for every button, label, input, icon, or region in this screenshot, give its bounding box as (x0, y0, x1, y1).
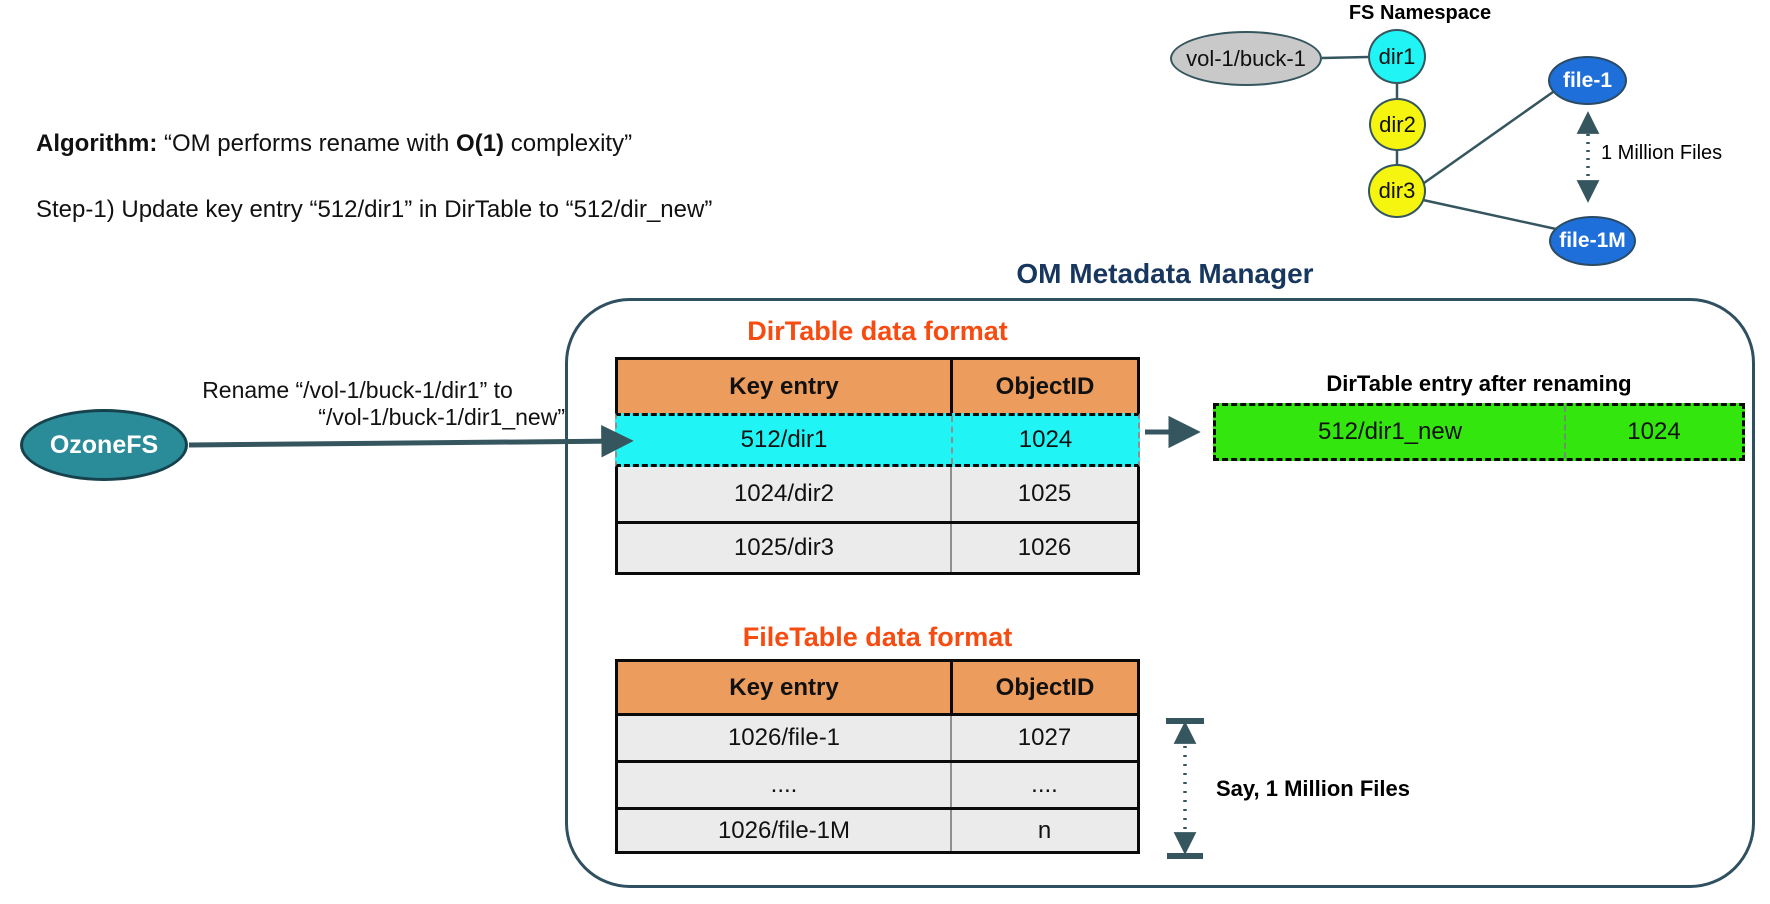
om-container (565, 298, 1755, 888)
fs-namespace-title: FS Namespace (1348, 2, 1492, 24)
node-bucket: vol-1/buck-1 (1170, 31, 1322, 86)
ozonefs-label: OzoneFS (49, 430, 159, 459)
step1-line: Step-1) Update key entry “512/dir1” in D… (36, 196, 713, 223)
algorithm-quote-pre: “OM performs rename with (157, 130, 457, 157)
node-dir1: dir1 (1368, 29, 1426, 84)
node-file1m: file-1M (1549, 216, 1636, 266)
say-million-label: Say, 1 Million Files (1216, 776, 1410, 801)
dirtable-col-key: Key entry (729, 372, 839, 400)
node-dir3-label: dir3 (1378, 178, 1416, 203)
edge-dir3-file1 (1423, 90, 1554, 185)
filetable-cell-id: n (950, 810, 1137, 851)
rename-request-line1: Rename “/vol-1/buck-1/dir1” to (202, 377, 513, 403)
filetable-cell-key: 1026/file-1 (727, 724, 841, 751)
algorithm-line: Algorithm: “OM performs rename with O(1)… (36, 130, 632, 158)
million-files-label: 1 Million Files (1601, 142, 1723, 164)
dirtable: Key entry ObjectID 512/dir1 1024 1024/di… (615, 357, 1140, 575)
dirtable-cell-key: 1025/dir3 (733, 534, 835, 561)
filetable: Key entry ObjectID 1026/file-1 1027 ....… (615, 659, 1140, 854)
filetable-title: FileTable data format (742, 622, 1013, 652)
filetable-cell-key: .... (770, 771, 798, 798)
algorithm-quote-post: complexity” (504, 130, 633, 157)
ozonefs-node: OzoneFS (20, 409, 188, 481)
renamed-entry-key: 512/dir1_new (1317, 418, 1463, 445)
node-file1: file-1 (1548, 56, 1627, 105)
dirtable-cell-key: 512/dir1 (740, 426, 828, 453)
node-dir1-label: dir1 (1378, 43, 1416, 69)
dirtable-header-row: Key entry ObjectID (615, 357, 1140, 413)
filetable-cell-id: 1027 (950, 716, 1137, 760)
filetable-row: .... .... (615, 760, 1140, 807)
node-dir3: dir3 (1368, 164, 1426, 218)
node-file1m-label: file-1M (1559, 229, 1626, 252)
renamed-entry-id: 1024 (1564, 406, 1742, 458)
dirtable-title: DirTable data format (747, 316, 1008, 346)
rename-arrow (188, 424, 634, 458)
node-bucket-label: vol-1/buck-1 (1186, 45, 1306, 71)
dirtable-cell-id: 1025 (950, 467, 1137, 521)
filetable-cell-id: .... (950, 763, 1137, 807)
node-dir2: dir2 (1369, 98, 1426, 151)
filetable-row: 1026/file-1 1027 (615, 713, 1140, 760)
filetable-cell-key: 1026/file-1M (717, 816, 851, 844)
filetable-col-key: Key entry (729, 673, 839, 701)
renamed-entry-title: DirTable entry after renaming (1326, 371, 1632, 396)
om-title: OM Metadata Manager (1016, 258, 1314, 289)
filetable-col-id: ObjectID (950, 662, 1137, 713)
filetable-header-row: Key entry ObjectID (615, 659, 1140, 713)
dirtable-col-id: ObjectID (950, 360, 1137, 413)
dirtable-cell-id: 1024 (951, 416, 1138, 464)
node-file1-label: file-1 (1562, 68, 1612, 92)
dirtable-cell-key: 1024/dir2 (733, 480, 835, 507)
dirtable-row: 1024/dir2 1025 (615, 467, 1140, 521)
rename-request-line2: “/vol-1/buck-1/dir1_new” (318, 404, 565, 430)
renamed-entry-row: 512/dir1_new 1024 (1213, 403, 1745, 461)
algorithm-complexity: O(1) (456, 130, 505, 157)
edge-bucket-dir1 (1321, 55, 1369, 60)
algorithm-label: Algorithm: (36, 130, 158, 157)
dirtable-cell-id: 1026 (950, 524, 1137, 572)
edge-dir3-file1m (1422, 198, 1557, 231)
filetable-row: 1026/file-1M n (615, 807, 1140, 854)
dirtable-row: 1025/dir3 1026 (615, 521, 1140, 575)
node-dir2-label: dir2 (1379, 111, 1416, 137)
dirtable-row-highlighted: 512/dir1 1024 (615, 413, 1140, 467)
